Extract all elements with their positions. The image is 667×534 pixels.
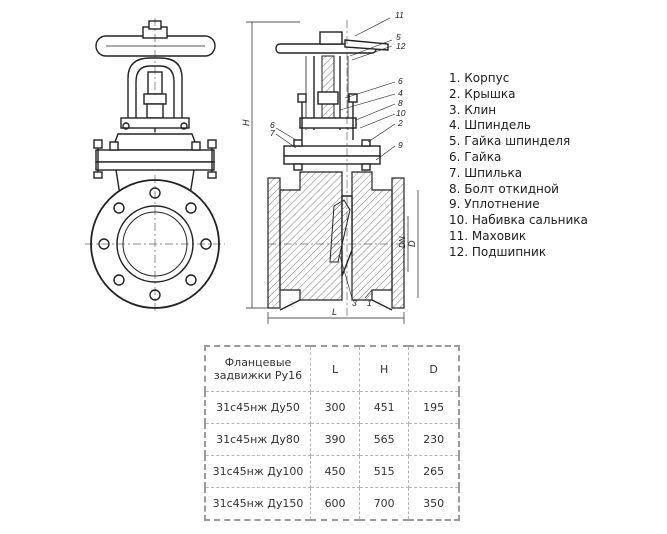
cell-d: 195 — [408, 391, 460, 424]
header-l: L — [309, 345, 361, 392]
legend-item: 11. Маховик — [449, 228, 527, 243]
bonnet — [95, 133, 215, 171]
cell-model: 31с45нж Ду50 — [204, 391, 311, 424]
header-h: H — [359, 345, 410, 392]
table-row: 31с45нж Ду150 600 700 350 — [204, 487, 460, 521]
callout-2: 2 — [397, 118, 403, 128]
cell-d: 350 — [408, 487, 460, 521]
callout-4: 4 — [398, 88, 403, 98]
cell-h: 700 — [359, 487, 410, 521]
callout-6: 6 — [398, 76, 403, 86]
callout-8: 8 — [398, 98, 403, 108]
cell-d: 265 — [408, 455, 460, 488]
dimension-labels: H L DN D — [241, 119, 417, 317]
legend-item: 1. Корпус — [449, 71, 510, 85]
callout-6-left: 6 — [270, 120, 275, 130]
dimensions-table: Фланцевые задвижки Ру16 L H D 31с45нж Ду… — [204, 345, 460, 521]
legend-item: 7. Шпилька — [449, 165, 523, 180]
legend-item: 2. Крышка — [449, 86, 516, 101]
callout-3: 3 — [352, 298, 357, 308]
table-row: 31с45нж Ду50 300 451 195 — [204, 391, 460, 424]
callout-1: 1 — [367, 298, 372, 308]
callout-7: 7 — [270, 128, 275, 138]
cell-h: 515 — [359, 455, 410, 488]
header-model-line1: Фланцевые — [224, 356, 292, 369]
legend-item: 10. Набивка сальника — [449, 213, 588, 228]
cell-model: 31с45нж Ду100 — [204, 455, 311, 488]
section-view — [246, 17, 419, 324]
callout-12: 12 — [396, 41, 406, 51]
legend-item: 4. Шпиндель — [449, 118, 532, 133]
cell-l: 450 — [309, 455, 361, 488]
section-handwheel — [275, 31, 389, 54]
legend-item: 3. Клин — [449, 102, 497, 117]
yoke — [127, 57, 183, 132]
dimension-d: D — [407, 240, 417, 247]
callout-5: 5 — [396, 32, 401, 42]
table-row: 31с45нж Ду100 450 515 265 — [204, 455, 460, 488]
dimension-l: L — [332, 307, 337, 317]
dimension-h: H — [241, 119, 251, 126]
cell-d: 230 — [408, 423, 460, 456]
valve-drawing: 11 5 12 6 4 8 10 2 9 6 7 3 1 H L DN D — [85, 10, 419, 324]
dimension-dn: DN — [398, 236, 407, 248]
cell-l: 390 — [309, 423, 361, 456]
legend-item: 9. Уплотнение — [449, 197, 540, 212]
callout-11: 11 — [395, 10, 404, 20]
callout-9: 9 — [398, 140, 403, 150]
callout-labels: 11 5 12 6 4 8 10 2 9 6 7 3 1 — [270, 10, 406, 308]
front-view — [85, 18, 225, 314]
legend-item: 6. Гайка — [449, 149, 502, 164]
valve-body-section — [267, 20, 405, 318]
cell-l: 600 — [309, 487, 361, 521]
callout-10: 10 — [396, 108, 406, 118]
front-flange — [85, 175, 225, 314]
legend-item: 12. Подшипник — [449, 244, 547, 259]
legend-item: 8. Болт откидной — [449, 181, 559, 196]
cell-l: 300 — [309, 391, 361, 424]
cell-h: 565 — [359, 423, 410, 456]
front-bolts — [93, 139, 217, 179]
header-model-line2: задвижки Ру16 — [213, 369, 303, 382]
table-row: 31с45нж Ду80 390 565 230 — [204, 423, 460, 456]
header-model: Фланцевые задвижки Ру16 — [204, 345, 311, 392]
dimension-lines — [246, 21, 419, 324]
legend-item: 5. Гайка шпинделя — [449, 134, 571, 149]
leader-lines — [275, 17, 396, 299]
cell-model: 31с45нж Ду80 — [204, 423, 311, 456]
parts-legend: 1. Корпус 2. Крышка 3. Клин 4. Шпиндель … — [449, 71, 588, 261]
handwheel — [95, 18, 216, 140]
header-d: D — [408, 345, 460, 392]
table-header-row: Фланцевые задвижки Ру16 L H D — [204, 345, 460, 392]
cell-h: 451 — [359, 391, 410, 424]
cell-model: 31с45нж Ду150 — [204, 487, 311, 521]
